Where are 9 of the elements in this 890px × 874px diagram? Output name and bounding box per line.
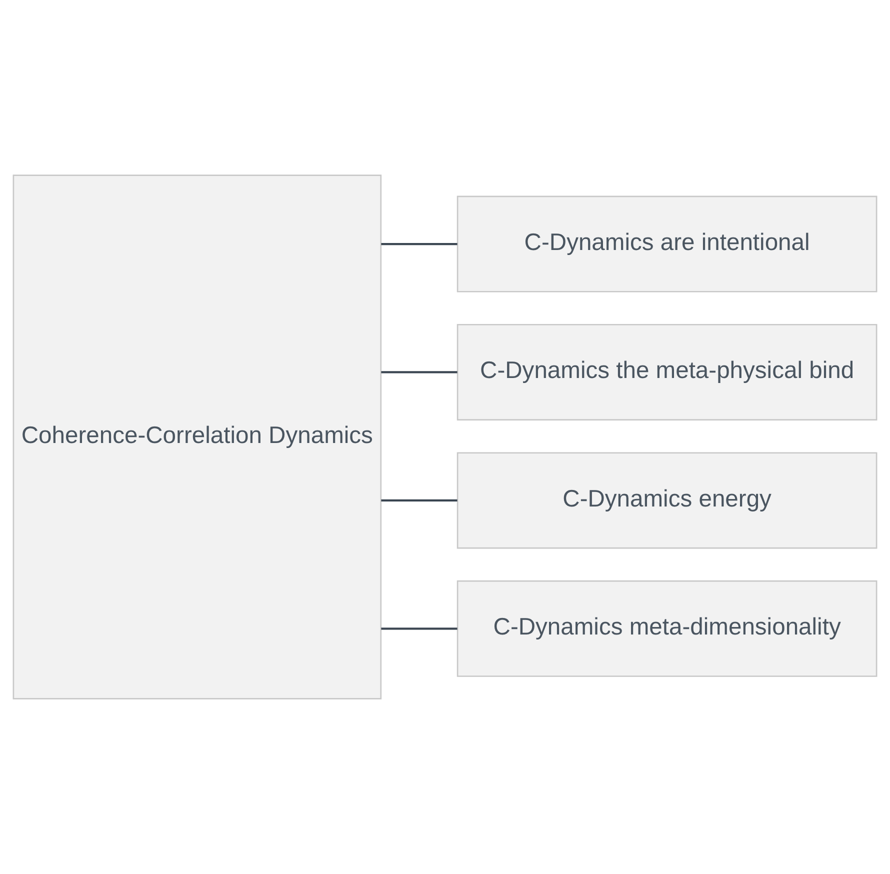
node-box: C-Dynamics energy [456,452,878,549]
connector [381,371,458,374]
node-box: C-Dynamics are intentional [456,196,878,292]
connector [381,628,458,630]
connector [381,499,458,502]
node-box: C-Dynamics meta-dimensionality [456,580,878,677]
connector [381,242,458,246]
node-box: C-Dynamics the meta-physical bind [456,324,878,420]
node-box: Coherence-Correlation Dynamics [12,174,382,700]
